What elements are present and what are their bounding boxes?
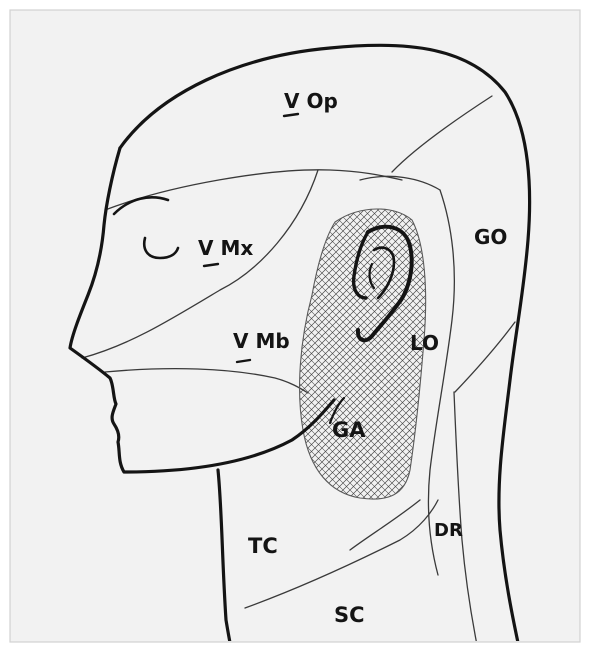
label-ga: GA xyxy=(332,418,366,442)
label-tc: TC xyxy=(248,534,278,558)
label-go: GO xyxy=(474,225,507,249)
label-v-op: V Op xyxy=(284,89,338,113)
label-v-mx: V Mx xyxy=(198,236,253,260)
label-lo: LO xyxy=(410,331,439,355)
label-v-mb: V Mb xyxy=(233,329,290,353)
label-dr: DR xyxy=(434,520,463,541)
label-sc: SC xyxy=(334,603,365,627)
